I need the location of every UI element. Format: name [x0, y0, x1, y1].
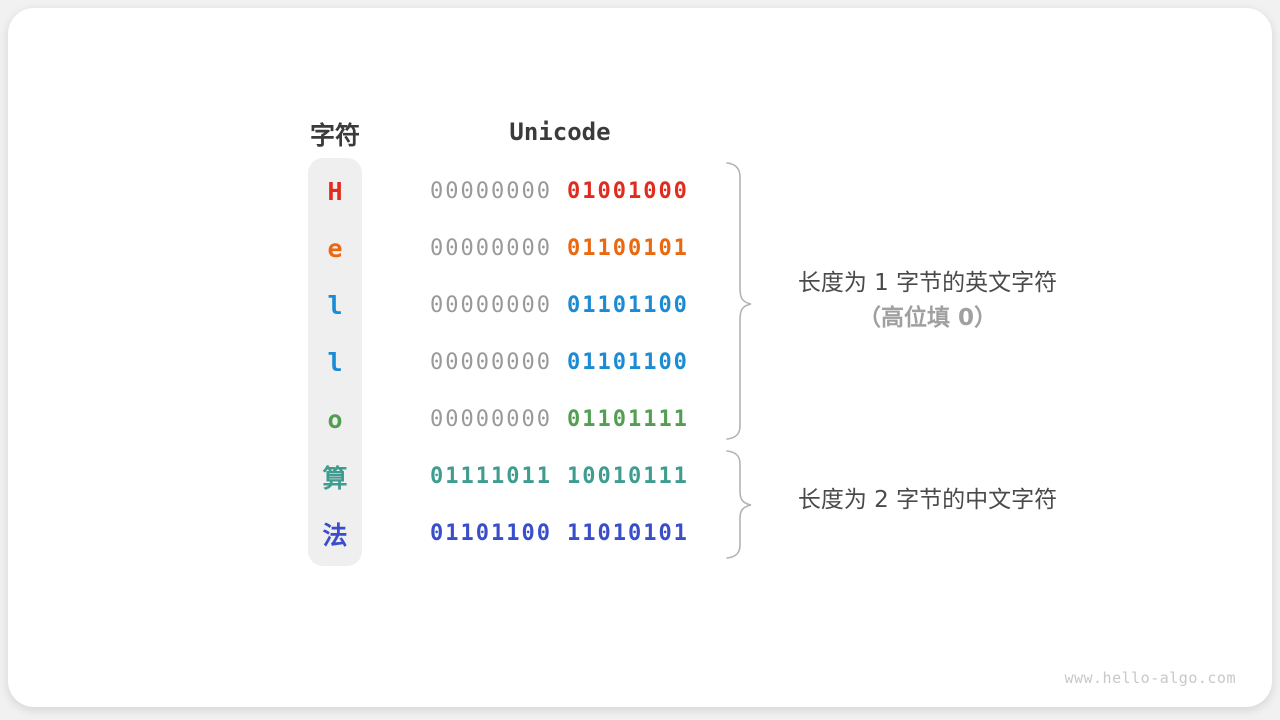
annotation-english-line1: 长度为 1 字节的英文字符: [797, 270, 1058, 296]
brace-chinese-group: [726, 450, 752, 559]
binary-row: 00000000 01101100: [430, 277, 690, 334]
binary-row: 01101100 11010101: [430, 505, 690, 562]
character-cell: H: [327, 177, 343, 206]
brace-english-group: [726, 162, 752, 440]
low-byte: 11010101: [566, 521, 689, 546]
high-byte: 00000000: [430, 350, 552, 375]
low-byte: 01101100: [566, 293, 689, 318]
annotation-chinese-line1: 长度为 2 字节的中文字符: [797, 487, 1058, 513]
low-byte: 10010111: [566, 464, 689, 489]
high-byte: 00000000: [430, 179, 552, 204]
character-cell: l: [327, 348, 343, 377]
high-byte: 00000000: [430, 236, 552, 261]
low-byte: 01101100: [566, 350, 689, 375]
annotation-chinese-chars: 长度为 2 字节的中文字符: [755, 489, 1100, 512]
low-byte: 01101111: [566, 407, 689, 432]
character-cell: 法: [322, 520, 348, 550]
low-byte: 01100101: [566, 236, 689, 261]
annotation-english-chars: 长度为 1 字节的英文字符 （高位填 0）: [755, 272, 1100, 330]
high-byte: 01101100: [430, 521, 552, 546]
character-cell: 算: [322, 463, 348, 493]
binary-row: 00000000 01001000: [430, 163, 690, 220]
annotation-english-line2: （高位填 0）: [857, 305, 997, 331]
binary-row: 00000000 01101100: [430, 334, 690, 391]
watermark-url: www.hello-algo.com: [1064, 669, 1236, 687]
high-byte: 01111011: [430, 464, 552, 489]
binary-row: 00000000 01100101: [430, 220, 690, 277]
unicode-column-header: Unicode: [509, 118, 611, 146]
character-cell: o: [327, 405, 343, 434]
character-cell: l: [327, 291, 343, 320]
high-byte: 00000000: [430, 293, 552, 318]
character-column-header: 字符: [309, 121, 360, 150]
high-byte: 00000000: [430, 407, 552, 432]
binary-row: 00000000 01101111: [430, 391, 690, 448]
low-byte: 01001000: [566, 179, 689, 204]
binary-row: 01111011 10010111: [430, 448, 690, 505]
character-cell: e: [327, 234, 343, 263]
